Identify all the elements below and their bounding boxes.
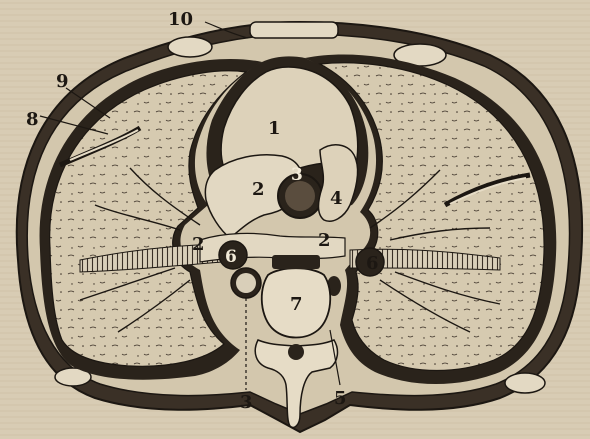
vessel-3-lumen — [285, 181, 315, 211]
intervertebral-band — [272, 255, 320, 269]
label-10: 10 — [168, 9, 193, 30]
label-1: 1 — [268, 118, 281, 139]
label-6-left: 6 — [225, 247, 237, 267]
sternum — [250, 22, 338, 38]
label-2-left: 2 — [192, 234, 205, 255]
label-5: 5 — [334, 388, 347, 409]
label-3-vessel: 3 — [291, 165, 303, 185]
label-2-aorta: 2 — [252, 179, 265, 200]
label-4: 4 — [330, 188, 343, 209]
spinal-canal — [288, 344, 304, 360]
rib-section — [505, 373, 545, 393]
rib-cartilage — [168, 37, 212, 57]
esophagus-lumen — [236, 273, 256, 293]
label-9: 9 — [56, 71, 69, 92]
label-2-right: 2 — [318, 230, 331, 251]
label-3-bottom: 3 — [240, 392, 253, 413]
label-6-right: 6 — [366, 253, 379, 274]
label-7: 7 — [290, 294, 303, 315]
label-8: 8 — [26, 109, 39, 130]
